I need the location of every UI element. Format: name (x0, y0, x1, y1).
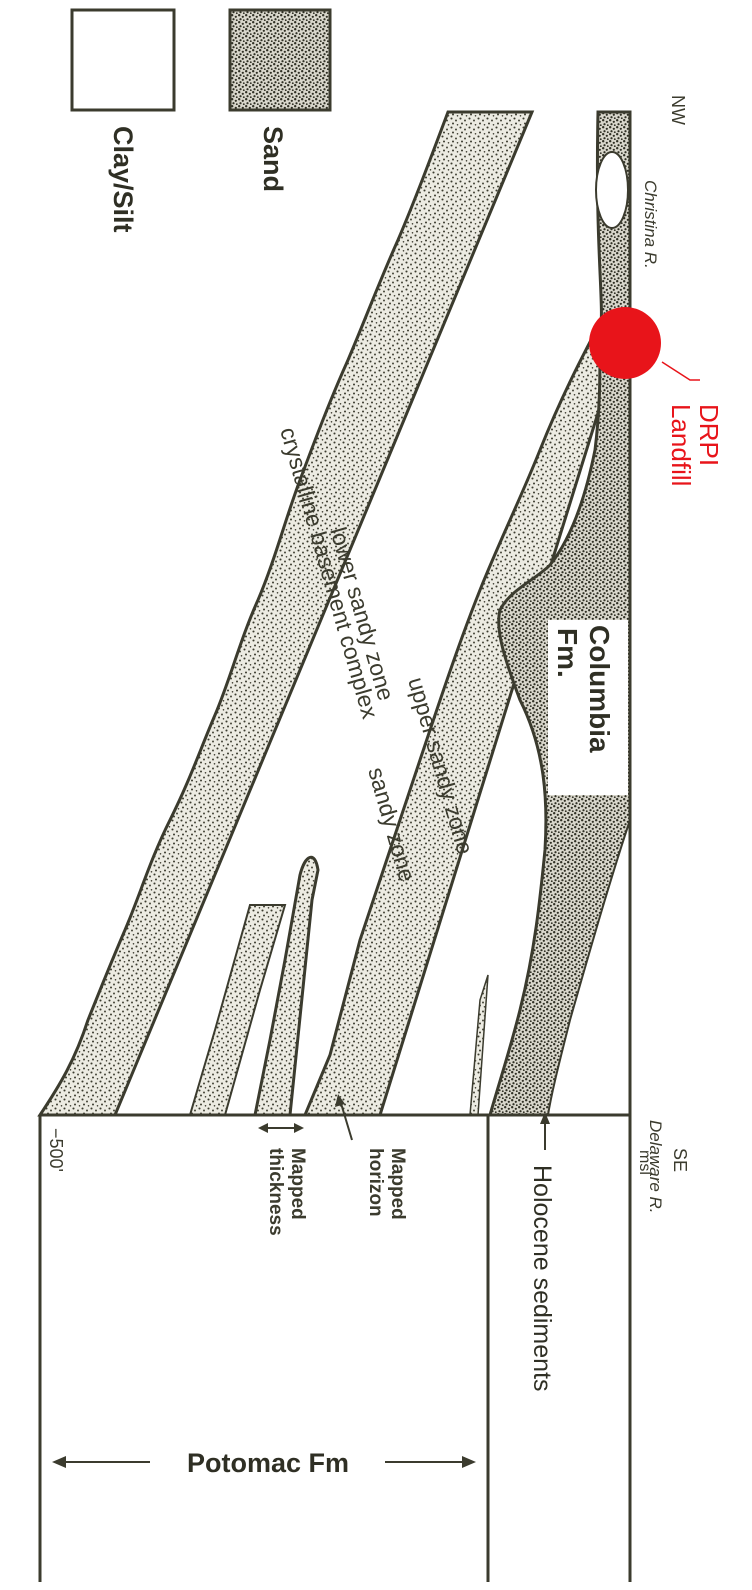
legend-clay-silt-swatch (72, 10, 174, 110)
potomac-arrowhead-left (52, 1456, 66, 1468)
drpi-label-line1: DRPI (694, 404, 724, 466)
mapped-thickness-label-line2: thickness (265, 1148, 286, 1236)
mapped-horizon-label-line2: horizon (365, 1148, 386, 1217)
middle-sandy-lens (255, 857, 318, 1115)
drpi-landfill-label-2: Landfill (666, 404, 696, 486)
legend-clay-silt-label: Clay/Silt (108, 126, 138, 233)
mapped-thickness-label-line1: Mapped (287, 1148, 308, 1220)
columbia-label-line2: Fm. (552, 628, 583, 678)
legend: Clay/Silt Sand (72, 10, 330, 233)
christina-river-label: Christina R. (641, 180, 660, 269)
potomac-label: Potomac Fm (187, 1448, 349, 1478)
nw-label: NW (668, 95, 688, 125)
drpi-label-line2: Landfill (666, 404, 696, 486)
legend-sand-label: Sand (258, 126, 288, 192)
sand-sliver (470, 975, 488, 1115)
potomac-arrowhead-right (462, 1456, 476, 1468)
mapped-horizon-label-line1: Mapped (387, 1148, 408, 1220)
mapped-thickness-arrowhead-right (294, 1123, 304, 1133)
base-depth-label: −500' (46, 1128, 66, 1172)
mapped-thickness-arrowhead-left (258, 1123, 268, 1133)
se-label: SE (670, 1148, 690, 1172)
drpi-leader-line (662, 362, 700, 380)
msl-label: msl (636, 1150, 653, 1175)
holocene-label: Holocene sediments (528, 1165, 556, 1392)
columbia-label-line1: Columbia (584, 625, 615, 753)
drpi-landfill-marker (589, 307, 661, 379)
drpi-landfill-label: DRPI (694, 404, 724, 466)
christina-channel (596, 152, 628, 228)
legend-sand-swatch (230, 10, 330, 110)
